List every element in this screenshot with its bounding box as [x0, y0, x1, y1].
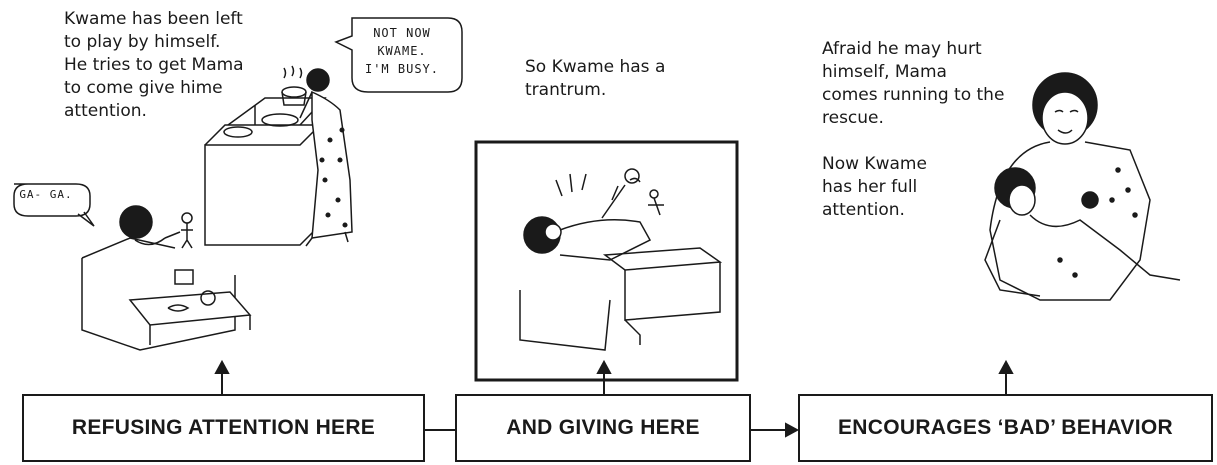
giving-attention-box: AND GIVING HERE [455, 394, 751, 462]
speech-line: KWAME. [357, 42, 447, 60]
speech-line: I'M BUSY. [357, 60, 447, 78]
panel-3-secondary-caption: Now Kwame has her full attention. [822, 153, 927, 222]
encourages-bad-behavior-box: ENCOURAGES ‘BAD’ BEHAVIOR [798, 394, 1213, 462]
caption-line: trantrum. [525, 79, 665, 102]
arrowhead-up-2 [598, 362, 610, 373]
panel-3-caption: Afraid he may hurt himself, Mama comes r… [822, 38, 1004, 130]
caption-line: rescue. [822, 107, 1004, 130]
kwame-speech-bubble-text: GA- GA. [4, 186, 88, 204]
box-label: AND GIVING HERE [506, 416, 700, 440]
caption-line: comes running to the [822, 84, 1004, 107]
comforting-illustration [985, 73, 1180, 300]
caption-line: Afraid he may hurt [822, 38, 1004, 61]
caption-line: has her full [822, 176, 927, 199]
mama-speech-bubble-text: NOT NOW KWAME. I'M BUSY. [357, 24, 447, 78]
caption-line: attention. [64, 100, 244, 123]
caption-line: attention. [822, 199, 927, 222]
arrowhead-up-1 [216, 362, 228, 373]
arrowhead-up-3 [1000, 362, 1012, 373]
caption-line: Now Kwame [822, 153, 927, 176]
speech-line: NOT NOW [357, 24, 447, 42]
box-label: REFUSING ATTENTION HERE [72, 416, 375, 440]
caption-line: himself, Mama [822, 61, 1004, 84]
panel-1-caption: Kwame has been left to play by himself. … [64, 8, 244, 123]
tantrum-illustration [476, 142, 737, 380]
caption-line: Kwame has been left [64, 8, 244, 31]
caption-line: to play by himself. [64, 31, 244, 54]
caption-line: He tries to get Mama [64, 54, 244, 77]
box-label: ENCOURAGES ‘BAD’ BEHAVIOR [838, 416, 1173, 440]
speech-line: GA- GA. [4, 186, 88, 204]
arrowhead-right [786, 424, 797, 436]
caption-line: to come give hime [64, 77, 244, 100]
caption-line: So Kwame has a [525, 56, 665, 79]
refusing-attention-box: REFUSING ATTENTION HERE [22, 394, 425, 462]
panel-2-caption: So Kwame has a trantrum. [525, 56, 665, 102]
